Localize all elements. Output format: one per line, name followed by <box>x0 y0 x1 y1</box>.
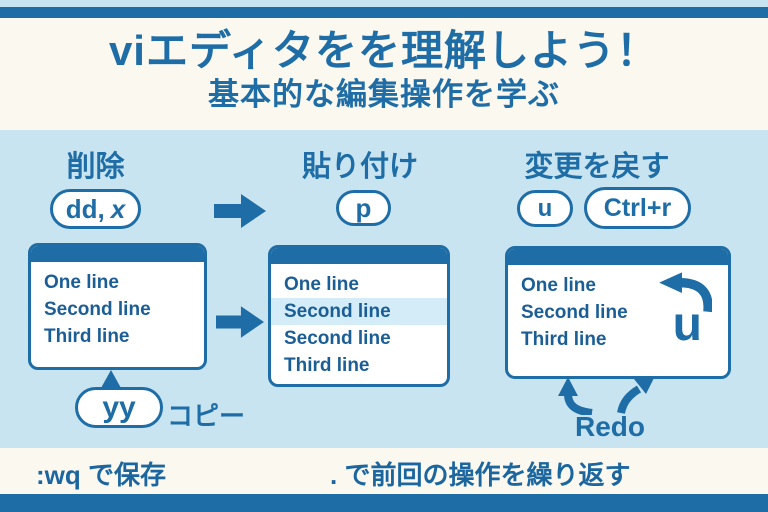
window-titlebar <box>31 246 204 262</box>
editor-box-original: One line Second line Third line <box>28 243 207 370</box>
editor-line-highlighted: Second line <box>271 298 447 325</box>
editor-line: One line <box>521 275 596 296</box>
copy-label: コピー <box>167 401 246 431</box>
key-pill-undo: u <box>517 190 573 227</box>
editor-line: Third line <box>284 355 370 376</box>
window-titlebar <box>271 248 447 264</box>
key-pill-copy: yy <box>75 387 163 428</box>
editor-line: One line <box>44 272 119 293</box>
key-pill-redo: Ctrl+r <box>584 187 691 229</box>
key-yy-label: yy <box>102 390 136 424</box>
key-x-label: x <box>110 193 126 224</box>
key-dd-label: dd, <box>65 193 105 224</box>
footer-repeat-tip: . で前回の操作を繰り返す <box>330 460 631 490</box>
heading-paste: 貼り付け <box>301 151 418 183</box>
editor-box-pasted: One line Second line Second line Third l… <box>268 245 450 387</box>
window-titlebar <box>508 249 728 265</box>
redo-arrow-up-icon <box>558 377 593 415</box>
heading-undo: 変更を戻す <box>524 151 670 183</box>
key-pill-paste: p <box>336 190 391 226</box>
key-u-label: u <box>537 194 553 222</box>
key-p-label: p <box>355 192 372 223</box>
key-pill-delete: dd, x <box>50 189 141 229</box>
page-subtitle: 基本的な編集操作を学ぶ <box>208 77 560 112</box>
heading-delete: 削除 <box>66 151 125 183</box>
footer-band <box>0 448 768 494</box>
arrow-right-icon <box>216 306 264 338</box>
redo-arrow-diagonal-icon <box>617 376 655 414</box>
editor-line: Second line <box>44 299 151 320</box>
top-accent-bar <box>0 7 768 18</box>
redo-label: Redo <box>575 411 645 442</box>
title-band: viエディタをを理解しよう！ 基本的な編集操作を学ぶ <box>0 18 768 130</box>
editor-line: One line <box>284 274 359 295</box>
arrow-right-icon <box>214 194 266 228</box>
bottom-accent-bar <box>0 494 768 512</box>
editor-line: Second line <box>521 302 628 323</box>
editor-line: Second line <box>284 328 391 349</box>
editor-line: Third line <box>44 326 130 347</box>
undo-key-letter: u <box>672 298 702 351</box>
footer-save-tip: :wq で保存 <box>36 460 166 490</box>
page-title: viエディタをを理解しよう！ <box>108 27 660 74</box>
editor-line: Third line <box>521 329 607 350</box>
bubble-tail-icon <box>101 370 121 388</box>
undo-arrow-icon <box>659 272 712 313</box>
key-ctrl-r-label: Ctrl+r <box>603 193 672 222</box>
editor-box-undone: One line Second line Third line u <box>505 246 731 379</box>
